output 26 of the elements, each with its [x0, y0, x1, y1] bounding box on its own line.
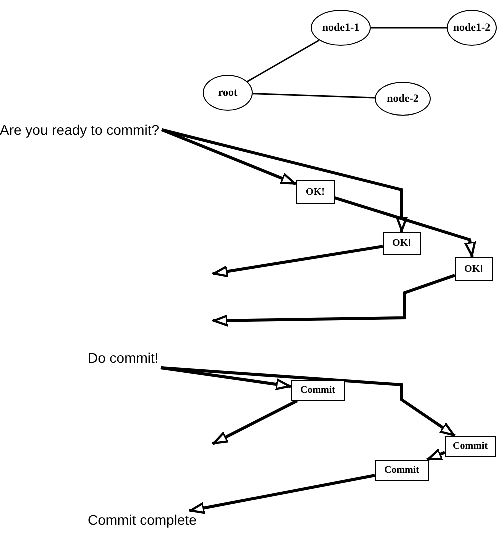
message-text: Are you ready to commit?	[0, 121, 160, 139]
reply-box: OK!	[296, 180, 335, 204]
connector-line	[247, 40, 320, 82]
tree-node-ellipse: node-2	[375, 82, 431, 116]
message-text: Commit complete	[88, 511, 197, 529]
message-arrow	[426, 448, 446, 462]
message-arrow	[212, 274, 456, 327]
reply-box: OK!	[455, 257, 493, 281]
message-arrow	[161, 128, 297, 186]
message-box: Commit	[445, 436, 496, 457]
message-arrow	[162, 128, 408, 232]
tree-node-ellipse: node1-2	[447, 10, 497, 46]
message-arrow	[160, 366, 456, 438]
connector-line	[252, 93, 376, 99]
connector-line	[371, 27, 447, 29]
message-text: Do commit!	[88, 349, 159, 367]
tree-node-ellipse: node1-1	[311, 10, 371, 46]
message-arrow	[212, 400, 298, 446]
reply-box: OK!	[383, 232, 421, 255]
message-arrow	[334, 196, 476, 258]
message-box: Commit	[291, 380, 345, 401]
tree-node-ellipse: root	[203, 75, 253, 111]
message-arrow	[189, 474, 376, 514]
message-arrow	[212, 245, 384, 278]
message-box: Commit	[375, 460, 429, 481]
message-arrow	[160, 366, 292, 390]
